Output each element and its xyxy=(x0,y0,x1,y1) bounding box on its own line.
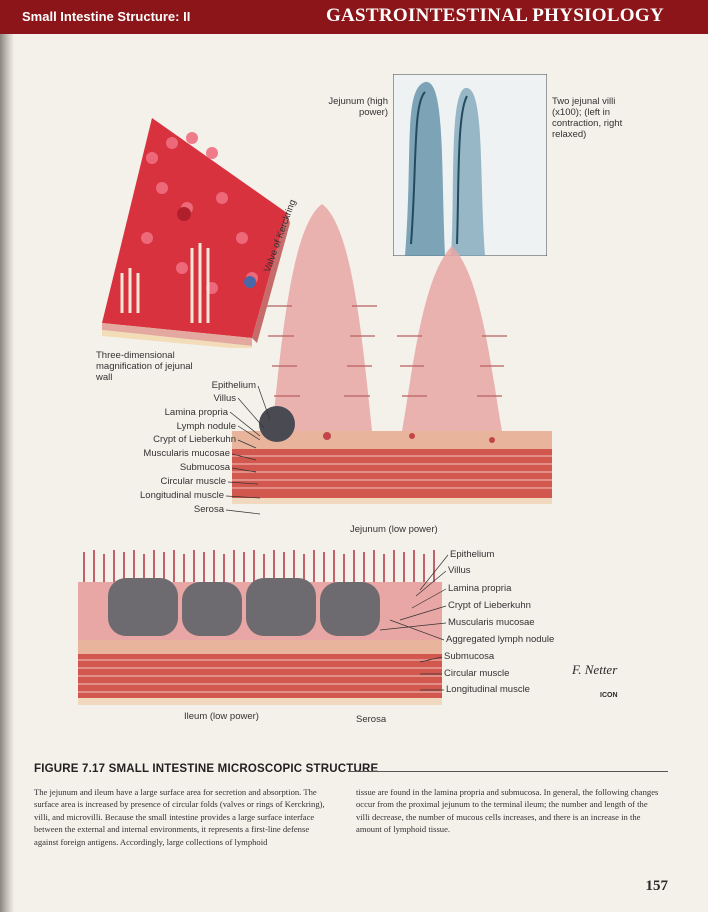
jej-label-villus: Villus xyxy=(213,393,236,404)
jejunal-villi-micrograph xyxy=(393,74,547,256)
ile-label-submucosa: Submucosa xyxy=(444,651,495,662)
page-spine-shadow xyxy=(0,0,14,912)
caption-body-right: tissue are found in the lamina propria a… xyxy=(356,787,659,835)
caption-rule xyxy=(348,771,668,772)
ile-label-epithelium: Epithelium xyxy=(450,549,495,560)
netter-signature: F. Netter xyxy=(572,662,618,677)
ile-label-crypt: Crypt of Lieberkuhn xyxy=(448,600,531,611)
ile-label-lamina-propria: Lamina propria xyxy=(448,583,512,594)
jejunum-leader-lines xyxy=(225,385,271,515)
ileum-low-power-illustration xyxy=(78,550,442,705)
jej-label-circular-muscle: Circular muscle xyxy=(160,476,226,487)
jejunal-wall-3d-illustration xyxy=(102,118,290,348)
ile-label-circular-muscle: Circular muscle xyxy=(444,668,510,679)
jej-label-muscularis-mucosae: Muscularis mucosae xyxy=(143,448,230,459)
ileum-caption: Ileum (low power) xyxy=(184,711,259,722)
photo-right-label: Two jejunal villi (x100); (left in contr… xyxy=(552,96,623,140)
figure-caption-title: FIGURE 7.17 SMALL INTESTINE MICROSCOPIC … xyxy=(34,763,379,775)
publisher-mark: ICON xyxy=(600,692,618,699)
page-header: Small Intestine Structure: II GASTROINTE… xyxy=(0,0,708,34)
chapter-title: GASTROINTESTINAL PHYSIOLOGY xyxy=(325,5,664,26)
ile-label-villus: Villus xyxy=(448,565,471,576)
jejunum-low-power-illustration xyxy=(232,204,552,504)
serosa-label: Serosa xyxy=(356,714,387,725)
ile-label-muscularis-mucosae: Muscularis mucosae xyxy=(448,617,535,628)
jej-label-crypt: Crypt of Lieberkuhn xyxy=(153,434,236,445)
jejunum-caption: Jejunum (low power) xyxy=(350,524,438,535)
page-number: 157 xyxy=(645,878,669,894)
ile-label-aggregated-lymph-nodule: Aggregated lymph nodule xyxy=(446,634,555,645)
ileum-leader-lines xyxy=(379,554,449,691)
caption-body-left: The jejunum and ileum have a large surfa… xyxy=(34,787,325,847)
jej-label-epithelium: Epithelium xyxy=(211,380,256,391)
ile-label-longitudinal-muscle: Longitudinal muscle xyxy=(446,684,530,695)
section-title: Small Intestine Structure: II xyxy=(22,9,191,24)
jej-label-longitudinal-muscle: Longitudinal muscle xyxy=(140,490,224,501)
jej-label-serosa: Serosa xyxy=(193,504,224,515)
jej-label-lymph-nodule: Lymph nodule xyxy=(176,421,236,432)
inset-3d-caption: Three-dimensional magnification of jejun… xyxy=(96,350,193,383)
photo-left-label: Jejunum (high power) xyxy=(328,96,388,118)
jej-label-lamina-propria: Lamina propria xyxy=(164,407,228,418)
jej-label-submucosa: Submucosa xyxy=(179,462,230,473)
